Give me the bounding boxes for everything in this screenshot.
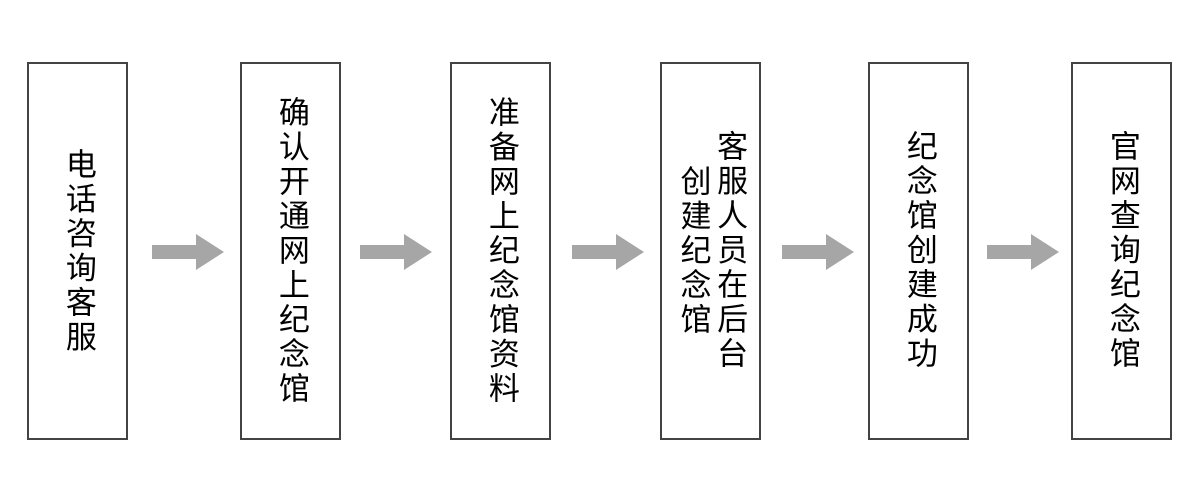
flow-step-6-label: 官网查询纪念馆 (1103, 130, 1140, 372)
flow-step-4[interactable]: 客服人员在后台创建纪念馆 (660, 62, 761, 440)
right-arrow-icon (152, 234, 224, 270)
flow-arrow-4 (782, 232, 854, 272)
flow-arrow-2 (360, 232, 432, 272)
flow-step-3[interactable]: 准备网上纪念馆资料 (450, 62, 551, 440)
flow-step-4-label: 客服人员在后台创建纪念馆 (674, 130, 748, 372)
flow-step-1-label: 电话咨询客服 (59, 147, 96, 355)
right-arrow-icon (987, 234, 1059, 270)
flow-step-1[interactable]: 电话咨询客服 (27, 62, 128, 440)
right-arrow-icon (782, 234, 854, 270)
flow-step-3-label: 准备网上纪念馆资料 (482, 95, 519, 407)
right-arrow-icon (572, 234, 644, 270)
flow-step-5-label: 纪念馆创建成功 (900, 130, 937, 372)
flow-step-5[interactable]: 纪念馆创建成功 (868, 62, 969, 440)
flow-step-6[interactable]: 官网查询纪念馆 (1071, 62, 1172, 440)
flow-arrow-1 (152, 232, 224, 272)
flow-step-2[interactable]: 确认开通网上纪念馆 (240, 62, 341, 440)
flow-arrow-3 (572, 232, 644, 272)
flow-step-2-label: 确认开通网上纪念馆 (272, 95, 309, 407)
right-arrow-icon (360, 234, 432, 270)
flow-arrow-5 (987, 232, 1059, 272)
